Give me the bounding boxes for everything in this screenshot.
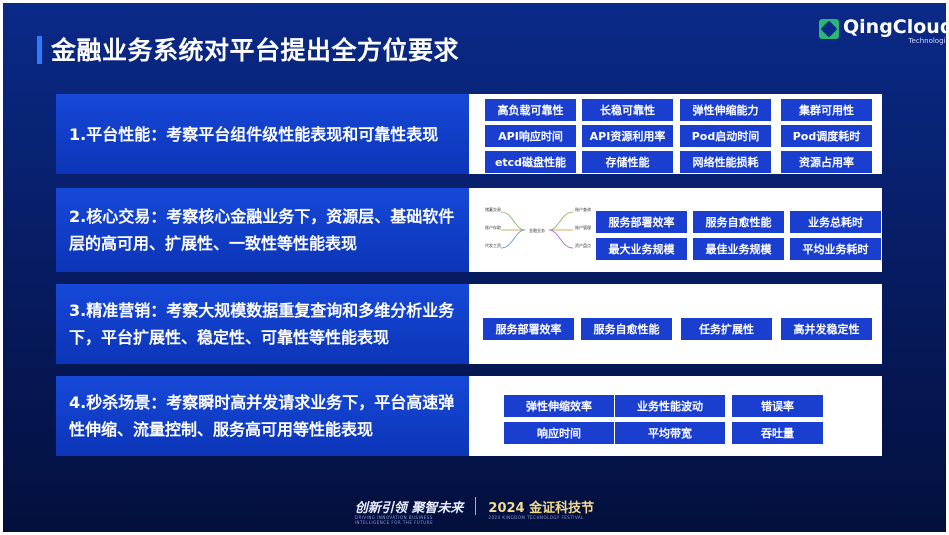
requirement-row-core-trading: 2.核心交易：考察核心金融业务下，资源层、基础软件层的高可用、扩展性、一致性等性… (56, 188, 882, 272)
metric-tag: 高负载可靠性 (485, 99, 576, 121)
mindmap-diagram: 金融业务 储蓄交易 账户存取 代发工资 账户查询 账户管理 资产盘点 (485, 206, 591, 249)
metric-tag: 存储性能 (582, 151, 673, 173)
mindmap-node: 储蓄交易 (485, 206, 501, 212)
row-label: 4.秒杀场景：考察瞬时高并发请求业务下，平台高速弹性伸缩、流量控制、服务高可用等… (56, 376, 469, 456)
metric-tag: 最佳业务规模 (693, 238, 784, 260)
mindmap-node: 账户管理 (575, 224, 591, 230)
metric-tag: 业务性能波动 (615, 395, 725, 417)
metric-tag: 弹性伸缩效率 (504, 395, 614, 417)
metric-tag: 服务部署效率 (483, 318, 574, 340)
metric-tag: 平均带宽 (615, 422, 725, 444)
qingcloud-logo-icon (819, 19, 839, 39)
requirement-row-flash-sale: 4.秒杀场景：考察瞬时高并发请求业务下，平台高速弹性伸缩、流量控制、服务高可用等… (56, 376, 882, 456)
metric-tag: Pod调度耗时 (781, 125, 872, 147)
footer-slogan-sub: DRIVING INNOVATION BUSINESS INTELLIGENCE… (354, 514, 434, 525)
logo-name: QingCloud (843, 16, 946, 38)
metric-tag: 集群可用性 (781, 99, 872, 121)
metric-tag: API响应时间 (485, 125, 576, 147)
footer-divider (475, 497, 477, 515)
metric-tag: 平均业务耗时 (790, 238, 881, 260)
metric-tag: 高并发稳定性 (781, 318, 872, 340)
logo-sub: Technologies (908, 37, 946, 45)
metric-tag: 网络性能损耗 (680, 151, 771, 173)
mindmap-node: 账户存取 (485, 224, 501, 230)
metric-tag: 长稳可靠性 (582, 99, 673, 121)
event-footer: 创新引领 聚智未来 DRIVING INNOVATION BUSINESS IN… (3, 494, 946, 525)
metric-tag: API资源利用率 (582, 125, 673, 147)
requirement-row-precision-marketing: 3.精准营销：考察大规模数据重复查询和多维分析业务下，平台扩展性、稳定性、可靠性… (56, 284, 882, 364)
metric-tag: 服务自愈性能 (693, 211, 784, 233)
footer-slogan: 创新引领 聚智未来 (354, 500, 464, 516)
metric-tag: 服务自愈性能 (581, 318, 672, 340)
row-label: 2.核心交易：考察核心金融业务下，资源层、基础软件层的高可用、扩展性、一致性等性… (56, 188, 469, 272)
footer-event-sub: 2024 KINGDOM TECHNOLOGY FESTIVAL (488, 514, 584, 520)
metric-tag: 响应时间 (504, 422, 614, 444)
metric-tag: etcd磁盘性能 (485, 151, 576, 173)
mindmap-center: 金融业务 (529, 227, 545, 233)
title-accent-bar (37, 36, 42, 64)
metric-tag: 资源占用率 (781, 151, 872, 173)
slide-title: 金融业务系统对平台提出全方位要求 (51, 36, 460, 65)
metric-tag: 吞吐量 (732, 422, 823, 444)
row-label: 3.精准营销：考察大规模数据重复查询和多维分析业务下，平台扩展性、稳定性、可靠性… (56, 284, 469, 364)
metric-tag: 错误率 (732, 395, 823, 417)
metric-tag: 任务扩展性 (681, 318, 772, 340)
metric-tag: 最大业务规模 (596, 238, 687, 260)
mindmap-node: 账户查询 (575, 206, 591, 212)
metric-tag: Pod启动时间 (680, 125, 771, 147)
requirement-row-platform-performance: 1.平台性能：考察平台组件级性能表现和可靠性表现 高负载可靠性 长稳可靠性 弹性… (56, 94, 882, 174)
footer-event: 2024 金证科技节 (488, 500, 595, 516)
metric-tag: 服务部署效率 (596, 211, 687, 233)
mindmap-node: 资产盘点 (575, 242, 591, 248)
metric-tag: 弹性伸缩能力 (680, 99, 771, 121)
row-label: 1.平台性能：考察平台组件级性能表现和可靠性表现 (56, 94, 469, 174)
slide: 金融业务系统对平台提出全方位要求 QingCloud Technologies … (3, 3, 946, 532)
mindmap-node: 代发工资 (485, 242, 501, 248)
metric-tag: 业务总耗时 (790, 211, 881, 233)
qingcloud-logo: QingCloud Technologies (819, 17, 946, 46)
